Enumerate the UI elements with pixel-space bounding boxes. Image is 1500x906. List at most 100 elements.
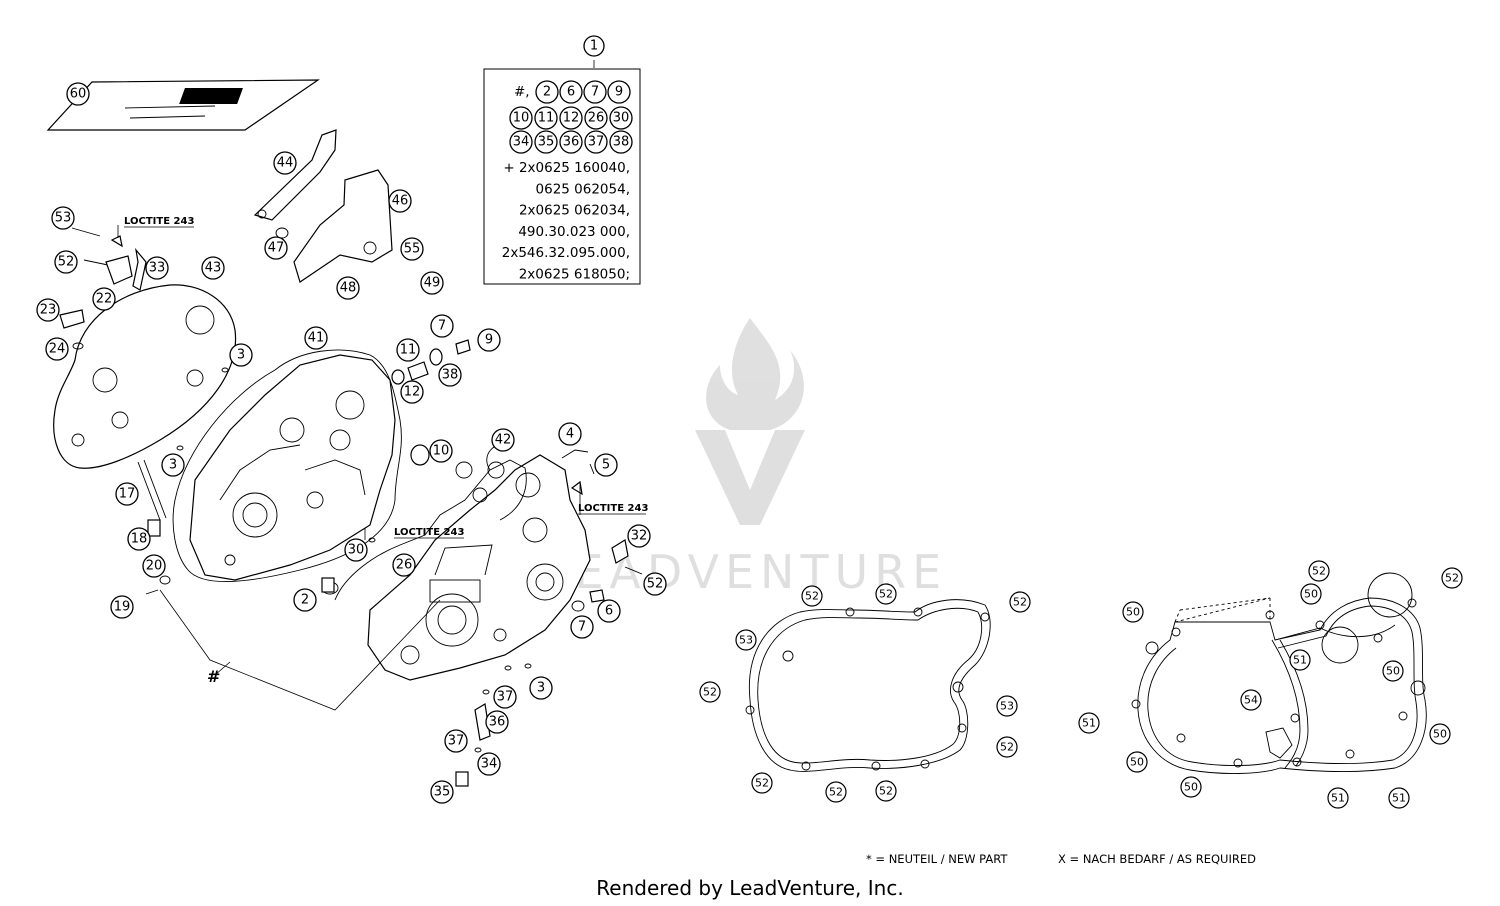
svg-text:30: 30	[348, 543, 365, 558]
part-callout: 32	[627, 524, 651, 548]
part-clutch-cover	[53, 284, 237, 469]
part-callout: 53	[51, 206, 75, 230]
svg-text:23: 23	[40, 303, 57, 318]
part-callout: 35	[430, 780, 454, 804]
part-callout: 7	[570, 615, 594, 639]
part-callout: 42	[491, 428, 515, 452]
kit-part-number: 2x546.32.095.000,	[502, 245, 630, 261]
kit-part-callout: 6	[559, 80, 583, 104]
gasket-callout: 52	[1441, 567, 1463, 589]
kit-part-callout: 38	[609, 130, 633, 154]
part-callout: 2	[293, 588, 317, 612]
svg-text:42: 42	[495, 433, 512, 448]
part-callout: 23	[36, 298, 60, 322]
svg-text:38: 38	[442, 368, 459, 383]
kit-part-callout: 36	[559, 130, 583, 154]
gasket-callout: 53	[996, 695, 1018, 717]
svg-text:37: 37	[588, 135, 605, 150]
svg-text:53: 53	[739, 634, 753, 647]
svg-text:37: 37	[448, 734, 465, 749]
kit-part-callout: 34	[509, 130, 533, 154]
gasket-callout: 52	[751, 772, 773, 794]
svg-text:36: 36	[489, 715, 506, 730]
part-callout: 3	[161, 453, 185, 477]
part-callout: 37	[444, 729, 468, 753]
gasket-callout: 52	[875, 780, 897, 802]
part-callout: 43	[201, 256, 225, 280]
kit-part-callout: 2	[535, 80, 559, 104]
svg-text:52: 52	[1312, 565, 1326, 578]
svg-text:6: 6	[605, 604, 613, 619]
svg-text:44: 44	[277, 156, 294, 171]
svg-text:3: 3	[237, 348, 245, 363]
kit-part-callout: 12	[559, 106, 583, 130]
svg-text:24: 24	[49, 342, 66, 357]
svg-text:50: 50	[1184, 781, 1198, 794]
svg-text:19: 19	[114, 600, 131, 615]
part-right-hardware	[321, 449, 643, 787]
kit-part-number: + 2x0625 160040,	[503, 160, 630, 176]
svg-text:12: 12	[563, 111, 580, 126]
gasket-callout: 50	[1126, 751, 1148, 773]
part-callout: 10	[429, 439, 453, 463]
svg-text:46: 46	[392, 194, 409, 209]
svg-text:51: 51	[1392, 792, 1406, 805]
gasket-callout: 50	[1429, 723, 1451, 745]
gasket-callout: 50	[1180, 776, 1202, 798]
svg-text:2: 2	[543, 85, 551, 100]
part-callout: 26	[392, 553, 416, 577]
svg-text:50: 50	[1386, 665, 1400, 678]
kit-part-callout: 26	[584, 106, 608, 130]
watermark: LEADVENTURE	[543, 318, 941, 599]
svg-text:7: 7	[438, 319, 446, 334]
leader-lines	[117, 60, 595, 711]
gasket-callout: 51	[1327, 787, 1349, 809]
svg-text:52: 52	[703, 686, 717, 699]
svg-text:11: 11	[400, 343, 417, 358]
part-callout: 7	[430, 314, 454, 338]
gasket-right	[1131, 572, 1427, 774]
svg-text:37: 37	[497, 690, 514, 705]
gasket-callout: 52	[699, 681, 721, 703]
svg-text:50: 50	[1126, 606, 1140, 619]
gasket-callout: 53	[735, 629, 757, 651]
svg-text:26: 26	[588, 111, 605, 126]
svg-text:50: 50	[1433, 728, 1447, 741]
part-callout: 20	[142, 554, 166, 578]
svg-text:11: 11	[538, 111, 555, 126]
gasket-callout: 52	[1009, 591, 1031, 613]
svg-text:41: 41	[308, 331, 325, 346]
svg-text:5: 5	[602, 458, 610, 473]
svg-text:34: 34	[481, 757, 498, 772]
svg-text:52: 52	[1013, 596, 1027, 609]
svg-text:2: 2	[301, 593, 309, 608]
svg-text:52: 52	[829, 786, 843, 799]
kit-part-callout: 7	[583, 80, 607, 104]
kit-part-callout: 35	[534, 130, 558, 154]
gasket-callout: 50	[1122, 601, 1144, 623]
part-case-gasket	[172, 349, 402, 582]
svg-text:18: 18	[131, 532, 148, 547]
svg-text:52: 52	[647, 577, 664, 592]
svg-text:60: 60	[70, 87, 87, 102]
part-small-hardware	[59, 227, 376, 595]
svg-text:53: 53	[1000, 700, 1014, 713]
part-callout: 46	[388, 189, 412, 213]
gasket-callout: 51	[1388, 787, 1410, 809]
kit-part-callout: 9	[607, 80, 631, 104]
part-callout: 12	[400, 380, 424, 404]
svg-text:32: 32	[631, 529, 648, 544]
legend-new-part: * = NEUTEIL / NEW PART	[866, 852, 1008, 866]
assembly-mark: #	[207, 667, 220, 686]
svg-text:52: 52	[1445, 572, 1459, 585]
gasket-callout: 51	[1289, 649, 1311, 671]
loctite-labels: LOCTITE 243 LOCTITE 243 LOCTITE 243	[124, 216, 648, 539]
part-callout: 34	[477, 752, 501, 776]
part-callout: 36	[485, 710, 509, 734]
svg-text:38: 38	[613, 135, 630, 150]
svg-text:12: 12	[404, 385, 421, 400]
part-callout: 52	[54, 250, 78, 274]
